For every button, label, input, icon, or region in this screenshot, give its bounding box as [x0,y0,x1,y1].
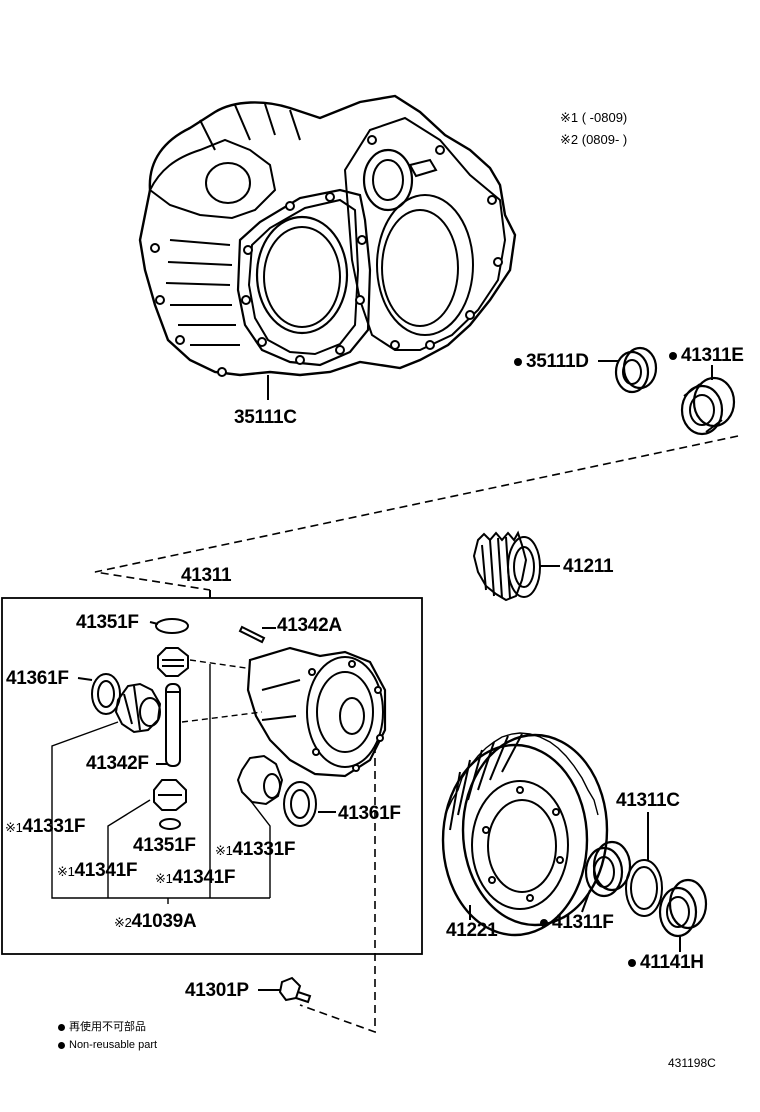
label-41341F-right: ※141341F [155,868,235,887]
label-41341F-right-text: 41341F [172,867,236,888]
label-41311E: 41311E [669,346,744,365]
leader-41361F-left [77,677,93,681]
label-41342A: 41342A [277,615,342,636]
pinion-gear-small-top [157,647,189,677]
mark-2: ※2 [114,915,132,930]
label-41361F-right: 41361F [338,803,401,824]
label-41311C: 41311C [616,790,680,811]
label-41301P: 41301P [185,980,249,1001]
label-41311E-text: 41311E [681,345,744,366]
thrust-washer-bottom-drawing [159,818,181,830]
label-41039A-text: 41039A [131,911,197,932]
bolt-41301P-drawing [278,976,312,1004]
non-reusable-dot [540,918,548,927]
mark-1: ※1 [57,864,75,879]
note-2: ※2 (0809- ) [560,132,628,147]
figure-code: 431198C [668,1056,716,1070]
label-41141H-text: 41141H [640,952,704,973]
pin-41342A-drawing [238,625,266,644]
non-reusable-dot [514,357,522,366]
legend-jp: 再使用不可部品 [58,1022,146,1033]
thrust-washer-top-drawing [155,618,189,634]
label-41341F-left-text: 41341F [74,860,138,881]
legend-en-text: Non-reusable part [69,1039,158,1051]
differential-case-drawing [246,646,387,778]
leader-41311F [581,889,591,913]
label-41341F-left: ※141341F [57,861,137,880]
label-41331F-left: ※141331F [5,817,85,836]
label-41351F-top: 41351F [76,612,139,633]
label-35111D: 35111D [514,352,589,371]
label-41331F-right-text: 41331F [232,839,296,860]
label-41342F: 41342F [86,753,149,774]
side-gear-left-drawing [114,682,162,734]
label-41351F-bottom: 41351F [133,835,196,856]
dashed-align-shaft [181,711,263,723]
pinion-shaft-41342F-drawing [165,683,181,767]
dashed-assembly-line-top [94,435,739,591]
differential-assembly-frame [1,597,423,955]
leader-41351F-top [149,621,159,625]
pinion-gear-small-bottom [153,779,187,811]
transaxle-housing-drawing [138,94,517,377]
label-41311: 41311 [181,565,232,586]
legend-jp-text: 再使用不可部品 [69,1021,146,1033]
label-35111D-text: 35111D [526,351,589,372]
label-41141H: 41141H [628,953,704,972]
washer-41361F-left-drawing [91,673,121,715]
bearing-41311F-drawing [584,840,632,898]
label-41331F-left-text: 41331F [22,816,86,837]
label-41361F-left: 41361F [6,668,69,689]
non-reusable-dot [669,351,677,360]
mark-1: ※1 [215,843,233,858]
kit-bracket-lines [51,664,271,904]
bearing-41311E-drawing [680,376,736,436]
legend-en: Non-reusable part [58,1040,157,1051]
mark-1: ※1 [155,871,173,886]
label-41211: 41211 [563,556,614,577]
bearing-41141H-drawing [658,878,708,938]
ring-gear-drawing [441,732,609,937]
oil-seal-drawing [614,346,658,394]
label-41331F-right: ※141331F [215,840,295,859]
shim-41311C-drawing [625,859,663,917]
dashed-assembly-line-bottom [299,745,376,1034]
label-41039A: ※241039A [114,911,197,932]
washer-41361F-right-drawing [283,781,317,827]
non-reusable-dot [628,958,636,967]
legend-dot [58,1023,65,1031]
label-41311F: 41311F [540,913,614,932]
side-gear-right-drawing [236,754,284,806]
label-35111C: 35111C [234,407,297,428]
label-41311F-text: 41311F [552,912,614,933]
legend-dot [58,1041,65,1049]
mark-1: ※1 [5,820,23,835]
note-1: ※1 ( -0809) [560,110,628,125]
drive-pinion-gear-drawing [472,530,541,602]
label-41221: 41221 [446,920,498,941]
